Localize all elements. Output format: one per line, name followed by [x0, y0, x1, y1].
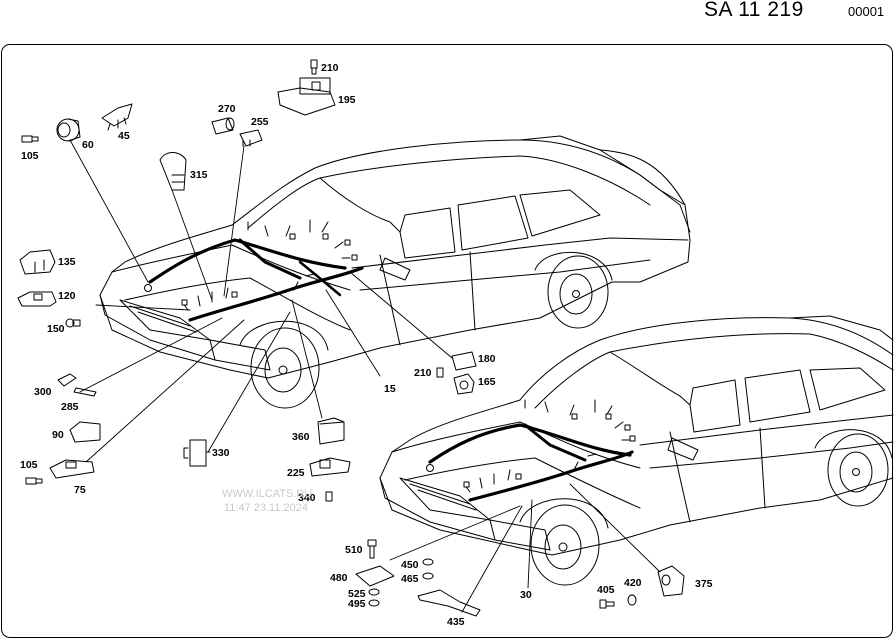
- diagram-frame: [1, 44, 893, 638]
- label-105: 105: [21, 150, 39, 162]
- part-300-icon: [57, 373, 77, 387]
- part-135-icon: [19, 249, 56, 275]
- label-120: 120: [58, 290, 76, 302]
- lower-car-illustration: [379, 315, 894, 586]
- part-495-icon: [368, 599, 380, 607]
- label-375: 375: [695, 578, 713, 590]
- label-165: 165: [478, 376, 496, 388]
- label-510: 510: [345, 544, 363, 556]
- part-45-icon: [101, 103, 133, 131]
- part-210-icon: [310, 59, 318, 75]
- label-285: 285: [61, 401, 79, 413]
- callout-labels: 210 195 270 255 105 60 45 315 135 120 15…: [20, 62, 713, 628]
- label-105: 105: [20, 459, 38, 471]
- part-120-icon: [17, 291, 57, 307]
- part-105a-icon: [21, 135, 39, 143]
- part-480-icon: [355, 565, 395, 587]
- label-30: 30: [520, 589, 532, 601]
- label-75: 75: [74, 484, 86, 496]
- leader-lines: [69, 139, 661, 613]
- label-60: 60: [82, 139, 94, 151]
- label-45: 45: [118, 130, 130, 142]
- part-150-icon: [65, 318, 81, 328]
- part-360-icon: [317, 417, 345, 445]
- part-270-icon: [211, 117, 235, 135]
- part-375-icon: [657, 565, 685, 597]
- label-150: 150: [47, 323, 65, 335]
- part-225-icon: [309, 457, 351, 477]
- part-315-icon: [159, 152, 187, 191]
- page-number: 00001: [848, 4, 885, 19]
- part-420-icon: [627, 594, 637, 606]
- page-header: SA 11 219 00001: [0, 0, 895, 24]
- part-195-icon: [277, 77, 336, 116]
- part-60-icon: [56, 118, 81, 142]
- label-360: 360: [292, 431, 310, 443]
- label-450: 450: [401, 559, 419, 571]
- label-195: 195: [338, 94, 356, 106]
- part-165-icon: [453, 373, 475, 395]
- watermark: WWW.ILCATS.RU 11:47 23.11.2024: [222, 488, 312, 514]
- label-340: 340: [298, 492, 316, 504]
- label-420: 420: [624, 577, 642, 589]
- label-300: 300: [34, 386, 52, 398]
- label-225: 225: [287, 467, 305, 479]
- part-75-icon: [49, 459, 95, 479]
- part-465-icon: [422, 572, 434, 580]
- part-450-icon: [422, 558, 434, 566]
- part-405-icon: [599, 599, 615, 609]
- part-285-icon: [73, 387, 97, 397]
- label-210: 210: [321, 62, 339, 74]
- label-315: 315: [190, 169, 208, 181]
- part-525-icon: [368, 588, 380, 596]
- upper-car-illustration: [99, 135, 691, 409]
- label-480: 480: [330, 572, 348, 584]
- label-210: 210: [414, 367, 432, 379]
- label-135: 135: [58, 256, 76, 268]
- part-340-icon: [325, 491, 333, 502]
- label-495: 495: [348, 598, 366, 610]
- label-255: 255: [251, 116, 269, 128]
- diagram-code: SA 11 219: [704, 0, 804, 21]
- label-90: 90: [52, 429, 64, 441]
- label-330: 330: [212, 447, 230, 459]
- label-180: 180: [478, 353, 496, 365]
- part-510-icon: [367, 539, 377, 559]
- part-90-icon: [69, 421, 101, 443]
- part-435-icon: [417, 589, 481, 617]
- part-255-icon: [239, 129, 263, 147]
- part-105b-icon: [25, 477, 43, 485]
- label-465: 465: [401, 573, 419, 585]
- part-330-icon: [183, 439, 211, 467]
- label-525: 525: [348, 588, 366, 600]
- label-15: 15: [384, 383, 396, 395]
- watermark-timestamp: 11:47 23.11.2024: [224, 502, 308, 514]
- label-405: 405: [597, 584, 615, 596]
- label-270: 270: [218, 103, 236, 115]
- part-180-icon: [451, 351, 477, 371]
- label-435: 435: [447, 616, 465, 628]
- part-210b-icon: [436, 367, 444, 378]
- watermark-site: WWW.ILCATS.RU: [222, 488, 312, 500]
